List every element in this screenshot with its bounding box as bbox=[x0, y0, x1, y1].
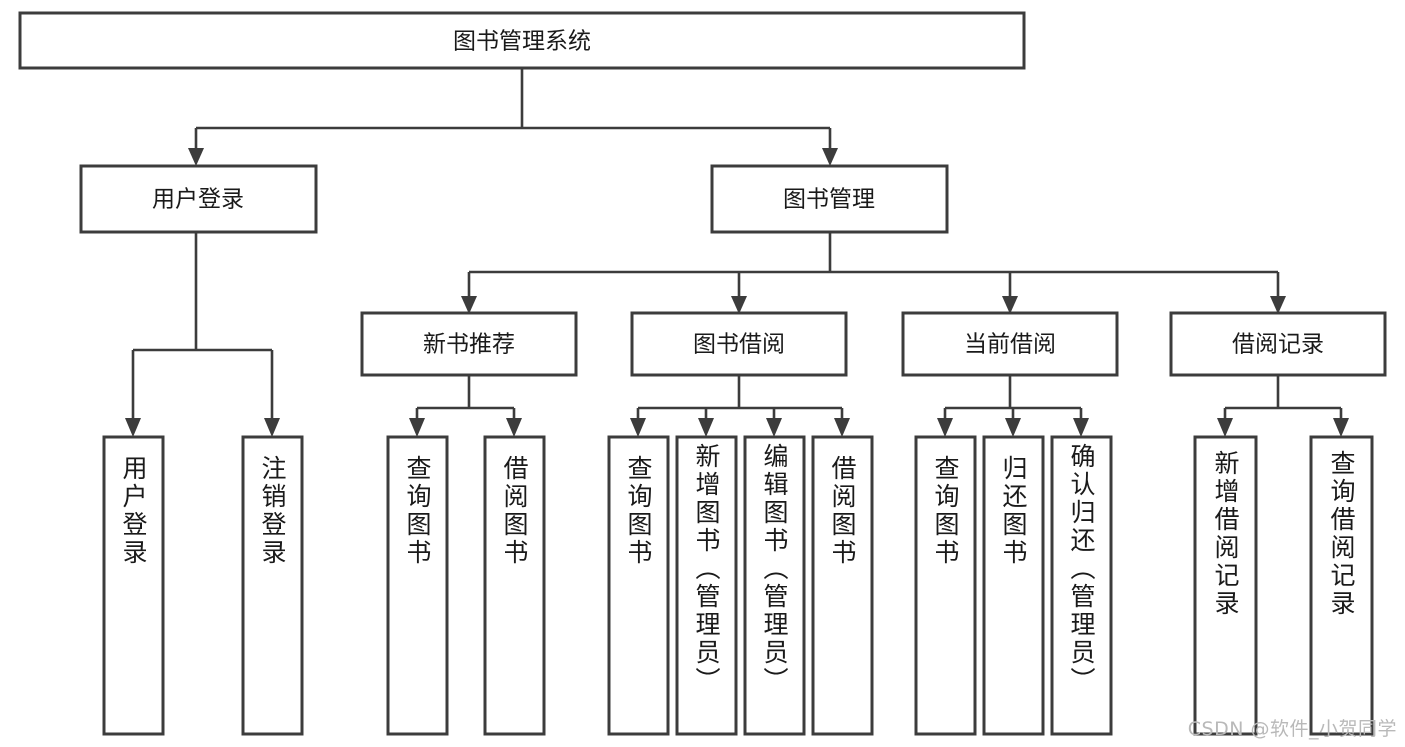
arrowhead-nb-leaf-1 bbox=[409, 418, 425, 437]
arrowhead-new-book-rec bbox=[461, 296, 477, 314]
arrowhead-leaf-user-login bbox=[125, 418, 141, 437]
node-user-login[interactable]: 用户登录 bbox=[79, 164, 318, 234]
node-new-book-recommend-label: 新书推荐 bbox=[423, 332, 515, 358]
leaf-box-book-borrow-4[interactable] bbox=[811, 435, 874, 736]
leaf-box-book-borrow-2[interactable] bbox=[675, 435, 738, 736]
watermark-text: CSDN @软件_小贺同学 bbox=[1187, 718, 1397, 740]
connector-group-book-mgmt bbox=[461, 232, 1286, 314]
arrowhead-cb-leaf-1 bbox=[937, 418, 953, 437]
arrowhead-cb-leaf-3 bbox=[1073, 418, 1089, 437]
node-borrow-record-label: 借阅记录 bbox=[1232, 332, 1324, 358]
arrowhead-book-mgmt bbox=[822, 148, 838, 166]
arrowhead-user-login bbox=[188, 148, 204, 166]
arrowhead-borrow-record bbox=[1270, 296, 1286, 314]
node-root-label: 图书管理系统 bbox=[453, 29, 591, 55]
node-book-management-box[interactable] bbox=[710, 164, 949, 234]
arrowhead-book-borrow bbox=[731, 296, 747, 314]
arrowhead-br-leaf-1 bbox=[1217, 418, 1233, 437]
leaf-box-borrow-record-2[interactable] bbox=[1309, 435, 1374, 736]
node-current-borrow-label: 当前借阅 bbox=[964, 332, 1056, 358]
leaf-box-book-borrow-3[interactable] bbox=[743, 435, 806, 736]
arrowhead-br-leaf-2 bbox=[1333, 418, 1349, 437]
leaf-box-new-book-2[interactable] bbox=[483, 435, 546, 736]
node-root[interactable]: 图书管理系统 bbox=[18, 11, 1026, 70]
node-root-box[interactable] bbox=[18, 11, 1026, 70]
leaf-box-new-book-1[interactable] bbox=[386, 435, 449, 736]
arrowhead-cb-leaf-2 bbox=[1005, 418, 1021, 437]
arrowhead-leaf-logout bbox=[264, 418, 280, 437]
node-book-management-label: 图书管理 bbox=[783, 187, 875, 213]
node-book-borrow[interactable]: 图书借阅 bbox=[630, 311, 848, 377]
node-new-book-recommend[interactable]: 新书推荐 bbox=[360, 311, 578, 377]
node-borrow-record-box[interactable] bbox=[1169, 311, 1387, 377]
leaf-box-current-borrow-3[interactable] bbox=[1050, 435, 1113, 736]
connector-group-user-login bbox=[125, 232, 280, 437]
node-user-login-box[interactable] bbox=[79, 164, 318, 234]
leaf-box-borrow-record-1[interactable] bbox=[1193, 435, 1258, 736]
arrowhead-bb-leaf-1 bbox=[630, 418, 646, 437]
node-book-management[interactable]: 图书管理 bbox=[710, 164, 949, 234]
connector-group-borrow-record bbox=[1217, 375, 1349, 437]
leaf-box-current-borrow-2[interactable] bbox=[982, 435, 1045, 736]
leaf-box-current-borrow-1[interactable] bbox=[914, 435, 977, 736]
node-book-borrow-box[interactable] bbox=[630, 311, 848, 377]
arrowhead-nb-leaf-2 bbox=[506, 418, 522, 437]
leaf-box-user-login-1[interactable] bbox=[102, 435, 165, 736]
arrowhead-current-borrow bbox=[1002, 296, 1018, 314]
arrowhead-bb-leaf-4 bbox=[834, 418, 850, 437]
node-current-borrow[interactable]: 当前借阅 bbox=[901, 311, 1119, 377]
arrowhead-bb-leaf-2 bbox=[698, 418, 714, 437]
arrowhead-bb-leaf-3 bbox=[766, 418, 782, 437]
node-book-borrow-label: 图书借阅 bbox=[693, 332, 785, 358]
connector-group-book-borrow bbox=[630, 375, 850, 437]
connector-group-root bbox=[188, 68, 838, 166]
connector-group-new-book bbox=[409, 375, 522, 437]
node-current-borrow-box[interactable] bbox=[901, 311, 1119, 377]
node-borrow-record[interactable]: 借阅记录 bbox=[1169, 311, 1387, 377]
node-user-login-label: 用户登录 bbox=[152, 187, 244, 213]
node-new-book-recommend-box[interactable] bbox=[360, 311, 578, 377]
leaf-box-user-login-2[interactable] bbox=[241, 435, 304, 736]
leaf-box-book-borrow-1[interactable] bbox=[607, 435, 670, 736]
connector-group-current-borrow bbox=[937, 375, 1089, 437]
